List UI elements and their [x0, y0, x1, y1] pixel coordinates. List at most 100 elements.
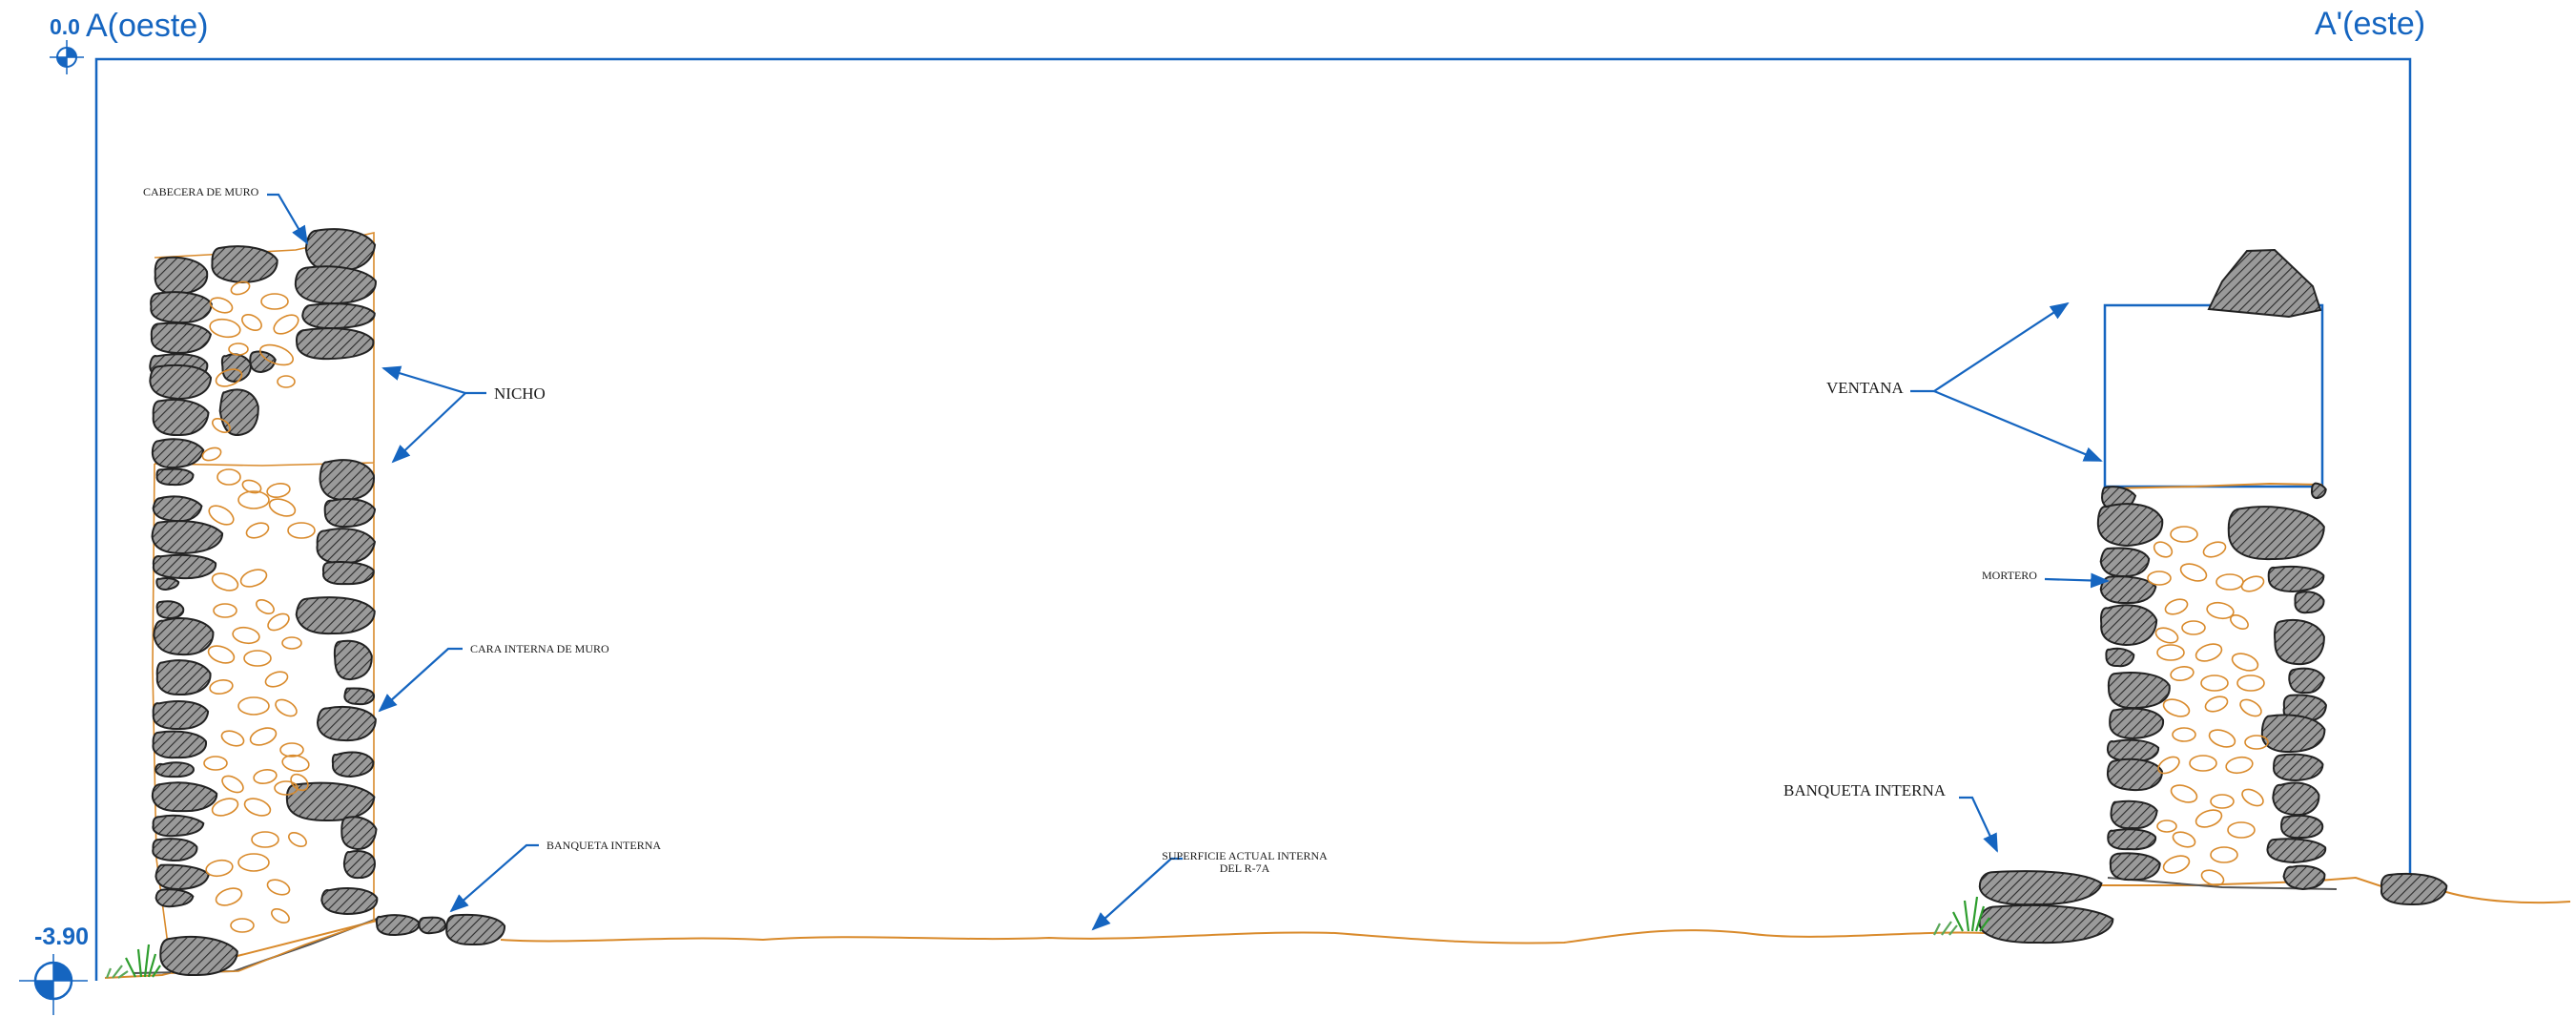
mortar-pebble: [2225, 756, 2254, 775]
mortar-pebble: [230, 280, 251, 296]
mortar-pebble: [205, 859, 234, 878]
label-nicho: NICHO: [494, 384, 546, 403]
mortar-pebble: [290, 773, 309, 792]
mortar-pebble: [2236, 675, 2265, 692]
mortar-pebble: [2210, 794, 2235, 809]
masonry-stone: [2227, 506, 2325, 561]
label-superficie-line2: DEL R-7A: [1220, 861, 1270, 875]
masonry-stone: [2099, 547, 2151, 578]
mortar-pebble: [253, 768, 278, 785]
masonry-stone: [2107, 672, 2171, 710]
masonry-stone: [340, 816, 378, 851]
left-wall: [149, 228, 506, 977]
leader-cabecera: [267, 193, 309, 245]
masonry-stone: [152, 553, 217, 580]
masonry-stone: [2106, 758, 2163, 792]
mortar-pebble: [273, 314, 299, 335]
masonry-stone: [295, 327, 375, 361]
mortar-pebble: [2195, 809, 2223, 828]
mortar-pebble: [209, 318, 241, 339]
masonry-stone: [149, 363, 213, 401]
leader-nicho-lower: [391, 392, 466, 464]
masonry-stone: [319, 459, 375, 502]
masonry-stone: [154, 256, 209, 296]
west-section-label: A(oeste): [86, 8, 209, 44]
masonry-stone: [159, 935, 238, 977]
mortar-pebble: [2227, 821, 2256, 839]
masonry-stone: [1978, 903, 2114, 944]
mortar-pebble: [2162, 698, 2191, 717]
right-wall: [1978, 248, 2448, 944]
mortar-pebble: [211, 572, 239, 592]
masonry-stone: [211, 245, 278, 284]
masonry-stone: [155, 659, 212, 696]
mortar-pebble: [245, 522, 270, 539]
mortar-pebble: [201, 446, 222, 462]
level-marker-top: [50, 40, 84, 74]
mortar-pebble: [2241, 788, 2264, 807]
mortar-pebble: [2206, 601, 2235, 620]
section-frame: [94, 57, 2412, 981]
masonry-stone: [155, 863, 210, 891]
leader-banqueta-left: [449, 843, 539, 913]
masonry-stone: [2266, 838, 2327, 864]
masonry-stone: [2282, 864, 2326, 891]
mortar-pebble: [2170, 784, 2198, 803]
masonry-stone: [321, 561, 375, 586]
masonry-stone: [151, 520, 224, 555]
mortar-pebble: [230, 918, 255, 933]
masonry-stone: [295, 596, 376, 635]
mortar-pebble: [274, 780, 299, 796]
label-cabecera-de-muro: CABECERA DE MURO: [143, 185, 259, 198]
masonry-stone: [316, 705, 377, 742]
masonry-stone: [323, 498, 377, 529]
masonry-stone: [2099, 575, 2157, 605]
masonry-stone: [304, 228, 377, 273]
leader-ventana-lower: [1933, 389, 2103, 463]
mortar-pebble: [266, 482, 291, 499]
label-mortero: MORTERO: [1982, 569, 2037, 582]
mortar-pebble: [2202, 541, 2227, 558]
left-wall-mortar: [201, 280, 316, 933]
masonry-stone: [220, 353, 253, 384]
mortar-pebble: [2170, 526, 2198, 543]
mortar-pebble: [2244, 735, 2269, 750]
mortar-pebble: [228, 342, 249, 356]
mortar-pebble: [215, 368, 243, 387]
masonry-stone: [2110, 799, 2158, 830]
ground-surface: [104, 876, 2571, 979]
lintel-stone: [2207, 248, 2322, 319]
mortar-pebble: [237, 490, 270, 509]
mortar-pebble: [2181, 620, 2206, 635]
mortar-pebble: [2230, 613, 2249, 631]
mortar-pebble: [221, 775, 244, 794]
mortar-pebble: [2215, 573, 2244, 591]
right-banqueta-stones: [1978, 870, 2448, 944]
level-bottom-value: -3.90: [34, 924, 89, 950]
masonry-stone: [2106, 738, 2160, 763]
mortar-pebble: [2156, 820, 2177, 833]
mortar-pebble: [2208, 729, 2236, 748]
mortar-pebble: [209, 297, 234, 314]
mortar-pebble: [256, 598, 275, 615]
masonry-stone: [152, 730, 207, 759]
mortar-pebble: [209, 678, 234, 695]
mortar-pebble: [2157, 756, 2180, 775]
leader-mortero: [2044, 572, 2110, 589]
masonry-stone: [218, 388, 259, 437]
masonry-stone: [342, 850, 376, 880]
grass-right: [1933, 896, 1990, 936]
leader-ventana-upper: [1910, 301, 2070, 393]
leader-nicho-upper: [381, 365, 486, 395]
mortar-pebble: [271, 907, 290, 924]
label-cara-interna-de-muro: CARA INTERNA DE MURO: [470, 642, 609, 655]
masonry-stone: [152, 495, 203, 523]
mortar-pebble: [2154, 627, 2179, 644]
label-banqueta-interna-right: BANQUETA INTERNA: [1783, 781, 1947, 799]
masonry-stone: [285, 781, 376, 822]
masonry-stone: [2288, 667, 2325, 695]
mortar-pebble: [208, 505, 235, 526]
masonry-stone: [2260, 714, 2326, 754]
mortar-pebble: [279, 742, 304, 758]
